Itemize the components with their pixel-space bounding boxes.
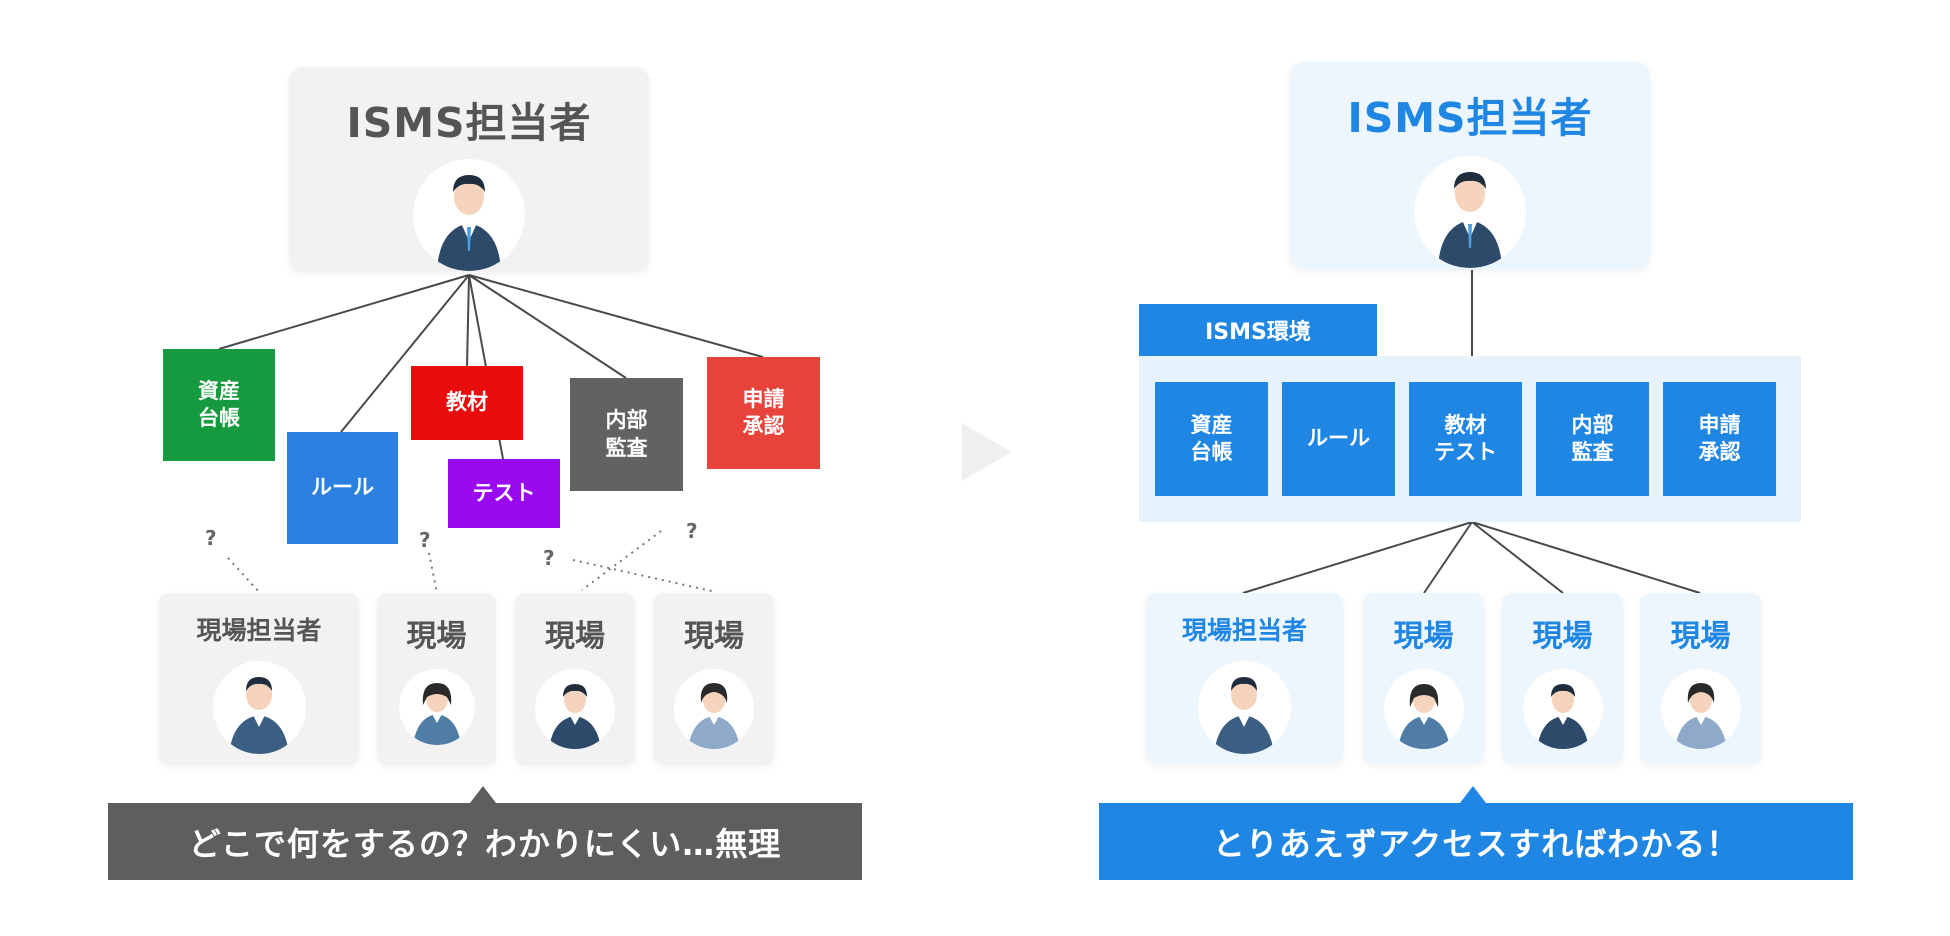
manager-title: ISMS担当者 xyxy=(1347,94,1593,142)
env-item-internal-audit: 内部 監査 xyxy=(1536,382,1649,496)
person-avatar-icon xyxy=(1198,661,1291,754)
speech-pointer xyxy=(470,786,496,803)
site-manager-card: 現場担当者 xyxy=(159,593,359,765)
connector-line xyxy=(1242,521,1473,594)
connector-line xyxy=(468,274,764,358)
dotted-link xyxy=(428,552,438,594)
person-avatar-icon xyxy=(413,159,525,271)
asset-ledger-box: 資産 台帳 xyxy=(163,349,275,461)
connector-line xyxy=(1471,521,1701,594)
env-item-application-approval: 申請 承認 xyxy=(1663,382,1776,496)
site-label: 現場 xyxy=(684,619,744,654)
site-card: 現場 xyxy=(1363,593,1484,764)
solution-message-bar: とりあえずアクセスすればわかる！ xyxy=(1099,803,1853,880)
site-card: 現場 xyxy=(654,593,774,765)
site-label: 現場担当者 xyxy=(196,616,322,645)
isms-manager-card: ISMS担当者 xyxy=(1290,62,1650,270)
site-card: 現場 xyxy=(1640,593,1761,764)
isms-manager-card: ISMS担当者 xyxy=(289,67,649,272)
dotted-link xyxy=(572,559,717,593)
person-avatar-icon xyxy=(1414,156,1526,268)
connector-line xyxy=(1471,521,1564,594)
site-label: 現場 xyxy=(545,619,605,654)
person-avatar-icon xyxy=(1522,669,1603,749)
person-avatar-icon xyxy=(535,669,615,749)
person-avatar-icon xyxy=(674,669,754,749)
site-card: 現場 xyxy=(377,593,496,765)
person-avatar-icon xyxy=(212,661,306,754)
internal-audit-box: 内部 監査 xyxy=(570,378,683,491)
dotted-link xyxy=(227,557,261,594)
env-item-materials-test: 教材 テスト xyxy=(1409,382,1522,496)
connector-line xyxy=(466,274,470,367)
site-manager-card: 現場担当者 xyxy=(1146,593,1343,764)
materials-box: 教材 xyxy=(411,366,523,440)
env-item-asset-ledger: 資産 台帳 xyxy=(1155,382,1268,496)
question-mark: ? xyxy=(543,546,555,570)
question-mark: ? xyxy=(686,519,698,543)
question-mark: ? xyxy=(419,528,431,552)
connector-line xyxy=(468,274,627,379)
play-arrow-icon xyxy=(962,423,1012,481)
speech-pointer xyxy=(1460,786,1486,803)
site-card: 現場 xyxy=(515,593,635,765)
site-label: 現場 xyxy=(1670,619,1731,654)
env-item-rules: ルール xyxy=(1282,382,1395,496)
site-label: 現場 xyxy=(406,619,467,654)
site-label: 現場 xyxy=(1393,619,1454,654)
person-avatar-icon xyxy=(1383,669,1464,749)
manager-title: ISMS担当者 xyxy=(346,99,592,147)
problem-message-bar: どこで何をするの？わかりにくい…無理 xyxy=(108,803,862,880)
question-mark: ? xyxy=(205,526,217,550)
isms-environment-tab: ISMS環境 xyxy=(1139,304,1377,356)
test-box: テスト xyxy=(448,459,560,528)
person-avatar-icon xyxy=(1660,669,1741,749)
site-label: 現場 xyxy=(1532,619,1593,654)
connector-line xyxy=(1423,521,1473,594)
rules-box: ルール xyxy=(287,432,398,544)
person-avatar-icon xyxy=(398,669,475,745)
application-approval-box: 申請 承認 xyxy=(707,357,820,469)
dotted-link xyxy=(581,530,662,591)
connector-line xyxy=(218,274,470,350)
site-card: 現場 xyxy=(1502,593,1623,764)
site-label: 現場担当者 xyxy=(1181,616,1307,645)
